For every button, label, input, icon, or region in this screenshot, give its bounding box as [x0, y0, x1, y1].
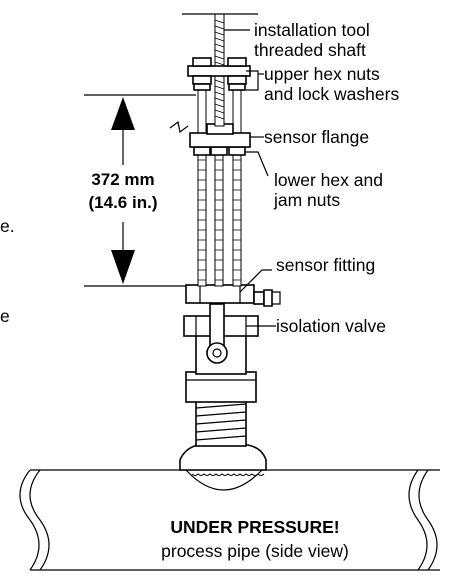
label-installation-tool: installation tool [254, 20, 370, 40]
dimension-372mm: 372 mm (14.6 in.) [84, 94, 196, 287]
isolation-valve [183, 303, 259, 403]
weld-fitting [179, 444, 267, 491]
margin-fragment-a: e. [0, 216, 15, 236]
process-pipe-caption: process pipe (side view) [161, 541, 349, 561]
margin-fragment-b: e [0, 306, 10, 326]
callout-isolation-valve: isolation valve [246, 316, 386, 336]
lower-hex-jam-nuts [193, 146, 246, 156]
callout-installation-tool: installation tool threaded shaft [224, 20, 370, 60]
callout-sensor-fitting: sensor fitting [239, 255, 375, 293]
upper-hex-nuts-washers [187, 57, 251, 91]
threaded-nipple [195, 399, 247, 447]
break-mark [169, 120, 189, 134]
process-pipe: UNDER PRESSURE! process pipe (side view) [19, 469, 440, 571]
label-isolation-valve: isolation valve [276, 316, 386, 336]
callout-lower-hex-nuts: lower hex and jam nuts [245, 151, 383, 210]
under-pressure-warning: UNDER PRESSURE! [170, 517, 339, 537]
label-lower-hex: lower hex and [274, 170, 383, 190]
dimension-arrow-down [111, 250, 135, 284]
callout-upper-hex-nuts: upper hex nuts and lock washers [246, 64, 399, 104]
dimension-arrow-up [111, 97, 135, 130]
label-sensor-fitting: sensor fitting [276, 255, 375, 275]
dimension-metric: 372 mm [91, 170, 154, 189]
callout-sensor-flange: sensor flange [250, 127, 369, 147]
label-lock-washers: and lock washers [264, 84, 399, 104]
sensor-fitting [185, 284, 281, 307]
label-sensor-flange: sensor flange [264, 127, 369, 147]
label-upper-hex-nuts: upper hex nuts [264, 64, 380, 84]
dimension-imperial: (14.6 in.) [89, 193, 158, 212]
label-jam-nuts: jam nuts [273, 190, 340, 210]
label-threaded-shaft: threaded shaft [254, 40, 366, 60]
